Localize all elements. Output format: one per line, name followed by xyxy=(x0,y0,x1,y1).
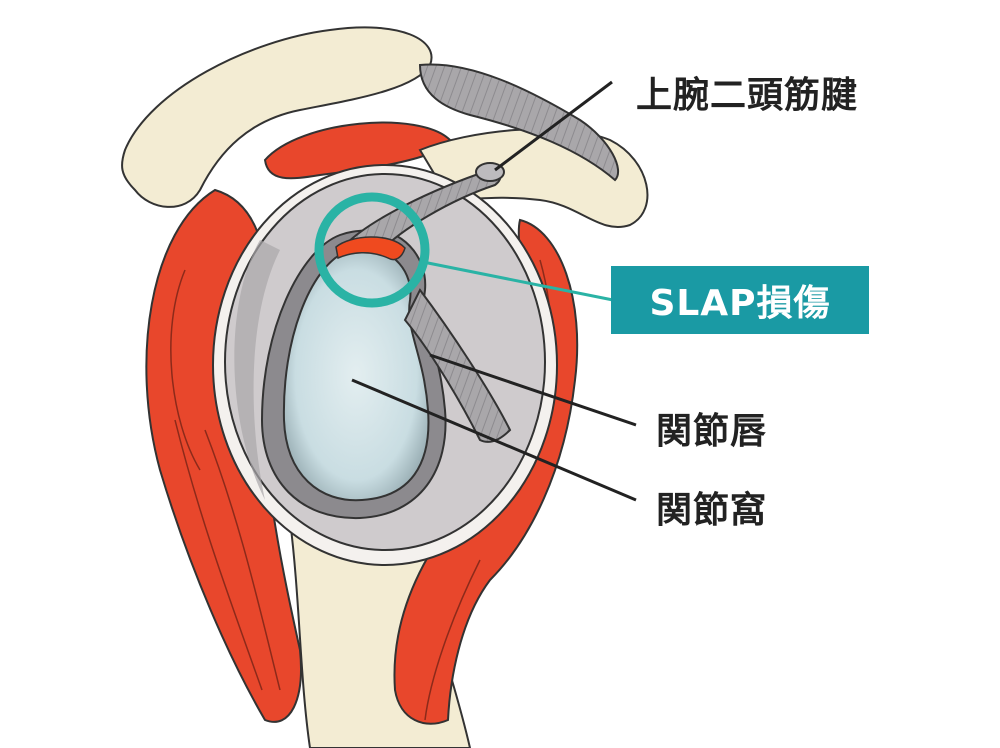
leader-biceps xyxy=(494,80,613,172)
leader-labrum xyxy=(429,353,637,427)
acromion-bone xyxy=(121,26,433,208)
label-glenoid-fossa: 関節窩 xyxy=(656,490,768,531)
slap-lesion-mark xyxy=(335,236,406,261)
leader-fossa xyxy=(351,378,637,502)
label-biceps-tendon: 上腕二頭筋腱 xyxy=(636,75,859,116)
leader-slap xyxy=(422,260,614,302)
slap-highlight-circle xyxy=(314,192,430,308)
label-slap-lesion: SLAP損傷 xyxy=(611,266,869,334)
coracoacromial-ligament xyxy=(418,63,620,182)
label-labrum: 関節唇 xyxy=(656,411,768,452)
